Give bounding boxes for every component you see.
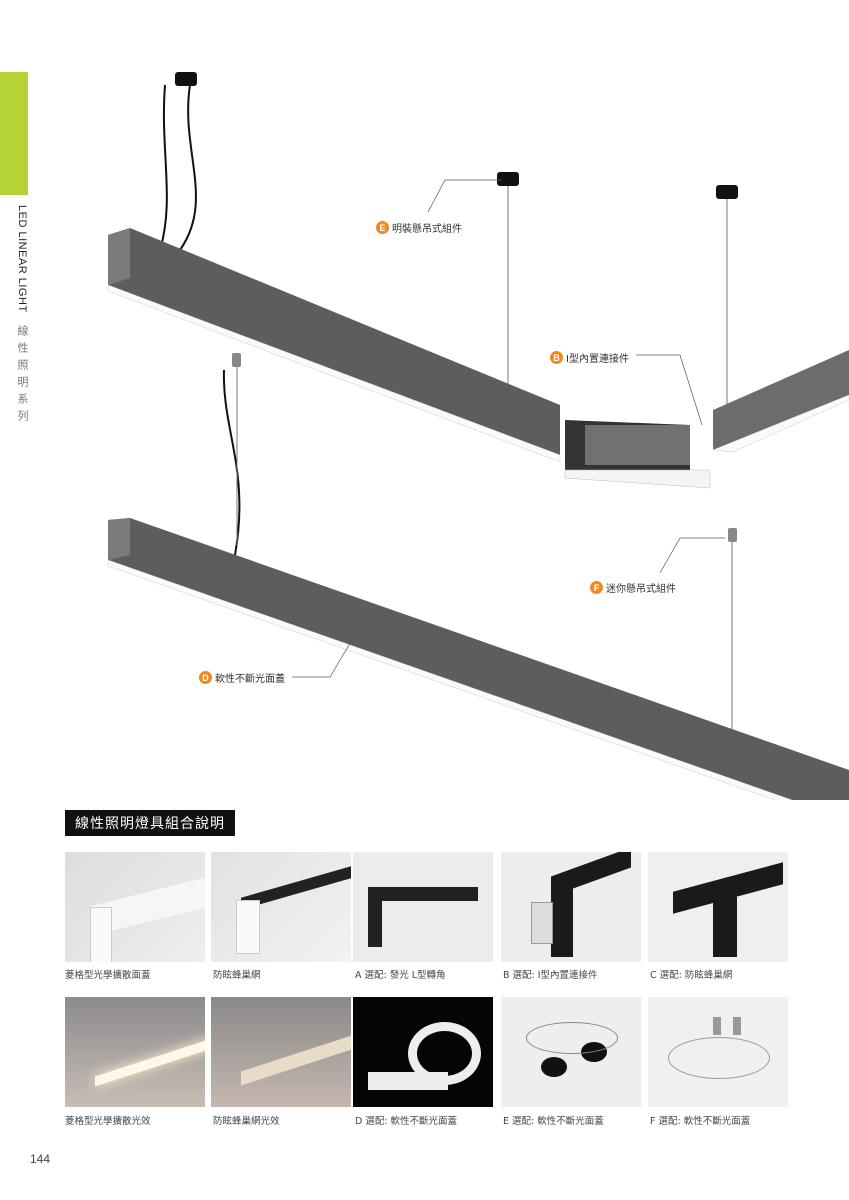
thumb-honeycomb-effect bbox=[211, 997, 351, 1107]
mini-canopy bbox=[728, 528, 737, 542]
product-illustration bbox=[107, 72, 849, 800]
canopy-1 bbox=[175, 72, 197, 86]
caption: F 選配: 軟性不斷光面蓋 bbox=[650, 1116, 751, 1127]
caption: 防眩蜂巢網 bbox=[213, 970, 261, 981]
callout-b: B I型內置連接件 bbox=[550, 350, 629, 365]
side-label-en: LED LINEAR LIGHT bbox=[16, 205, 28, 313]
side-label-zh: 線性照明系列 bbox=[16, 324, 29, 427]
thumb-diffuser-cover bbox=[65, 852, 205, 962]
callout-e-label: 明裝懸吊式組件 bbox=[392, 224, 462, 235]
section-color-tab bbox=[0, 72, 28, 195]
thumb-l-corner bbox=[353, 852, 493, 962]
caption: D 選配: 軟性不斷光面蓋 bbox=[355, 1116, 458, 1127]
thumb-honeycomb-option bbox=[648, 852, 788, 962]
caption: 菱格型光學擴散面蓋 bbox=[65, 970, 151, 981]
canopy-2 bbox=[497, 172, 519, 186]
caption: 菱格型光學擴散光效 bbox=[65, 1116, 151, 1127]
thumb-flexible-cover bbox=[353, 997, 493, 1107]
callout-b-label: I型內置連接件 bbox=[566, 354, 629, 365]
callout-d-label: 軟性不斷光面蓋 bbox=[215, 674, 285, 685]
caption: C 選配: 防眩蜂巢網 bbox=[650, 970, 733, 981]
thumb-honeycomb bbox=[211, 852, 351, 962]
canopy-3 bbox=[716, 185, 738, 199]
badge-b: B bbox=[550, 351, 563, 364]
thumb-i-connector bbox=[501, 852, 641, 962]
badge-e: E bbox=[376, 221, 389, 234]
thumb-mini-suspension-kit bbox=[648, 997, 788, 1107]
section-title: 線性照明燈具組合說明 bbox=[65, 810, 235, 836]
page-number: 144 bbox=[30, 1152, 51, 1166]
badge-d: D bbox=[199, 671, 212, 684]
thumb-suspension-kit bbox=[501, 997, 641, 1107]
callout-f: F 迷你懸吊式組件 bbox=[590, 580, 676, 595]
callout-e: E 明裝懸吊式組件 bbox=[376, 220, 462, 235]
caption: E 選配: 軟性不斷光面蓋 bbox=[503, 1116, 604, 1127]
thumb-diffuser-effect bbox=[65, 997, 205, 1107]
callout-d: D 軟性不斷光面蓋 bbox=[199, 670, 285, 685]
callout-f-label: 迷你懸吊式組件 bbox=[606, 584, 676, 595]
caption: A 選配: 發光 L型轉角 bbox=[355, 970, 446, 981]
badge-f: F bbox=[590, 581, 603, 594]
side-label: LED LINEAR LIGHT 線性照明系列 bbox=[14, 205, 30, 427]
caption: 防眩蜂巢網光效 bbox=[213, 1116, 280, 1127]
caption: B 選配: I型內置連接件 bbox=[503, 970, 598, 981]
